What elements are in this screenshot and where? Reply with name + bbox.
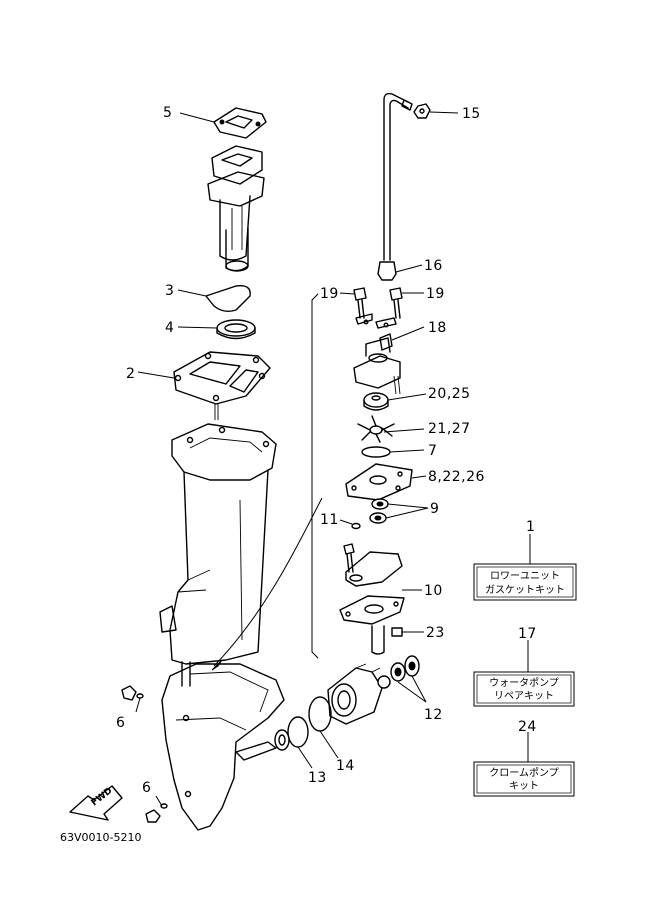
kit-line-1: ウォータポンプ — [489, 677, 559, 689]
part-10-gasket — [339, 595, 405, 625]
callout-2: 2 — [126, 366, 135, 382]
water-tube-guide — [213, 497, 323, 667]
fwd-label: FWD — [90, 786, 115, 808]
callout-14: 14 — [336, 758, 355, 774]
callout-15: 15 — [462, 106, 481, 122]
callout-11: 11 — [320, 512, 339, 528]
callout-8-22-26: 8,22,26 — [428, 469, 485, 485]
part-16-grommet — [377, 261, 397, 281]
callout-5: 5 — [163, 105, 172, 121]
callout-23: 23 — [426, 625, 445, 641]
part-9-bearings — [369, 498, 389, 524]
drawing-code: 63V0010-5210 — [60, 831, 141, 844]
kit-box-1: 1 ロワーユニット ガスケットキット — [473, 519, 577, 601]
callout-13: 13 — [308, 770, 327, 786]
leader-lines — [135, 111, 531, 807]
callout-19-right: 19 — [426, 286, 445, 302]
kit-line-2: リペアキット — [494, 691, 554, 702]
kit-line-1: クロームポンプ — [489, 767, 558, 779]
lower-unit-housing — [159, 423, 290, 831]
callout-6-upper: 6 — [116, 715, 125, 731]
part-23-and-shaft-seal — [371, 625, 403, 655]
part-8-plate — [345, 463, 413, 501]
propeller-shaft-housing — [327, 663, 383, 725]
part-14-o-ring — [308, 696, 332, 732]
part-19-bolts — [353, 287, 403, 319]
kit-number: 24 — [518, 719, 537, 735]
kit-line-1: ロワーユニット — [490, 571, 560, 582]
callout-19-left: 19 — [320, 286, 339, 302]
kit-box-24: 24 クロームポンプ キット — [473, 719, 575, 797]
pump-base — [343, 543, 403, 587]
part-20-insert — [363, 392, 389, 411]
part-7-o-ring — [361, 446, 391, 458]
part-15-grommet-and-tube — [383, 92, 431, 261]
part-6-plugs — [121, 685, 168, 823]
callout-18: 18 — [428, 320, 447, 336]
callout-10: 10 — [424, 583, 443, 599]
part-5-upper-housing — [207, 107, 267, 272]
part-11-ring — [351, 522, 361, 530]
callout-21-27: 21,27 — [428, 421, 471, 437]
callout-3: 3 — [165, 283, 174, 299]
callout-7: 7 — [428, 443, 437, 459]
part-13-o-ring — [287, 716, 309, 748]
callout-12: 12 — [424, 707, 443, 723]
kit-box-17: 17 ウォータポンプ リペアキット — [473, 626, 575, 707]
kit-number: 1 — [526, 519, 535, 535]
pump-group-bracket — [311, 293, 319, 659]
callout-9: 9 — [430, 501, 439, 517]
part-18-clips — [355, 313, 397, 351]
kit-number: 17 — [518, 626, 537, 642]
kit-line-2: ガスケットキット — [485, 584, 565, 596]
callout-4: 4 — [165, 320, 174, 336]
callout-20-25: 20,25 — [428, 386, 471, 402]
part-4-seal — [216, 319, 256, 340]
callout-16: 16 — [424, 258, 443, 274]
callout-numbers: 5 3 4 2 15 16 19 19 18 20,25 21,27 7 8,2… — [116, 105, 485, 796]
fwd-arrow-icon: FWD — [69, 785, 123, 821]
part-21-impeller — [357, 415, 395, 443]
callout-6-lower: 6 — [142, 780, 151, 796]
kit-line-2: キット — [509, 781, 539, 792]
water-pump-housing — [353, 337, 401, 395]
part-3-gasket — [205, 285, 251, 313]
part-12-bearings — [377, 655, 420, 689]
part-2-gasket-plate — [173, 351, 271, 420]
